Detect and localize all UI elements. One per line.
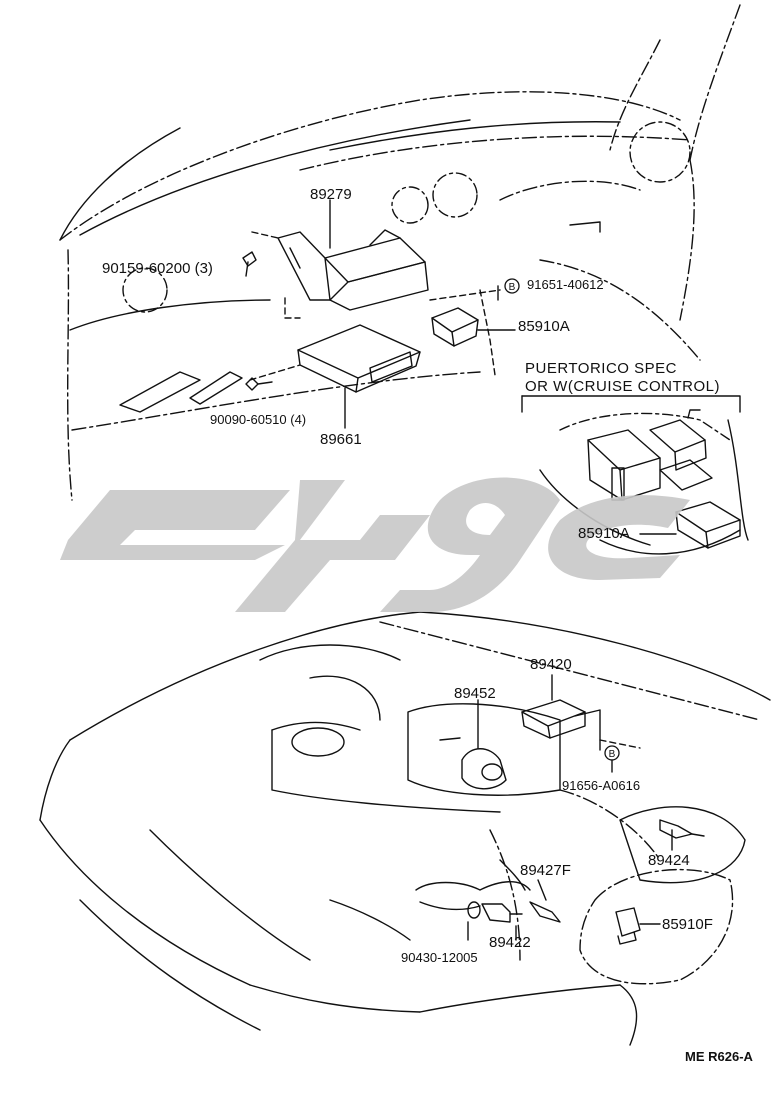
label-91651-40612: 91651-40612 <box>527 277 604 292</box>
spec-box-outline <box>521 395 749 555</box>
relay-cluster <box>587 409 713 501</box>
screw-90159 <box>242 251 257 277</box>
label-85910f: 85910F <box>662 916 713 933</box>
label-91656-a0616: 91656-A0616 <box>562 778 641 793</box>
relay-85910a-top <box>431 307 479 347</box>
ecu-89661 <box>297 324 421 393</box>
label-89427f: 89427F <box>520 862 571 879</box>
label-89452: 89452 <box>454 685 496 702</box>
relay-85910f <box>615 907 661 945</box>
label-89279: 89279 <box>310 186 352 203</box>
label-89661: 89661 <box>320 431 362 448</box>
bracket-89279 <box>277 229 429 311</box>
sensor-89420 <box>521 674 601 751</box>
spec-title-line1: PUERTORICO SPEC <box>525 360 677 377</box>
label-89424: 89424 <box>648 852 690 869</box>
washer-90430 <box>467 901 481 941</box>
marker-b-top-text: B <box>509 282 516 293</box>
label-85910a-mid: 85910A <box>578 525 630 542</box>
sensor-89427f <box>529 879 561 923</box>
dashboard-outline <box>59 4 741 501</box>
sensor-89422 <box>481 903 523 941</box>
sensor-89452 <box>461 699 507 790</box>
relay-85910a-mid <box>675 501 741 549</box>
marker-b-top <box>504 278 520 294</box>
label-90159-60200: 90159-60200 (3) <box>102 260 213 277</box>
spec-title-line2: OR W(CRUISE CONTROL) <box>525 378 720 395</box>
screw-90090 <box>245 377 273 391</box>
label-85910a-top: 85910A <box>518 318 570 335</box>
label-89422: 89422 <box>489 934 531 951</box>
sensor-89424 <box>659 819 705 851</box>
watermark-logo <box>60 477 690 612</box>
dashboard-surfaces <box>59 119 691 413</box>
marker-b-bottom-text: B <box>609 749 616 760</box>
label-90090-60510: 90090-60510 (4) <box>210 412 307 427</box>
label-89420: 89420 <box>530 656 572 673</box>
reference-code: ME R626-A <box>685 1049 753 1064</box>
marker-b-bottom <box>604 745 620 761</box>
engine-bay-outline <box>39 611 771 1046</box>
label-90430-12005: 90430-12005 <box>401 950 478 965</box>
